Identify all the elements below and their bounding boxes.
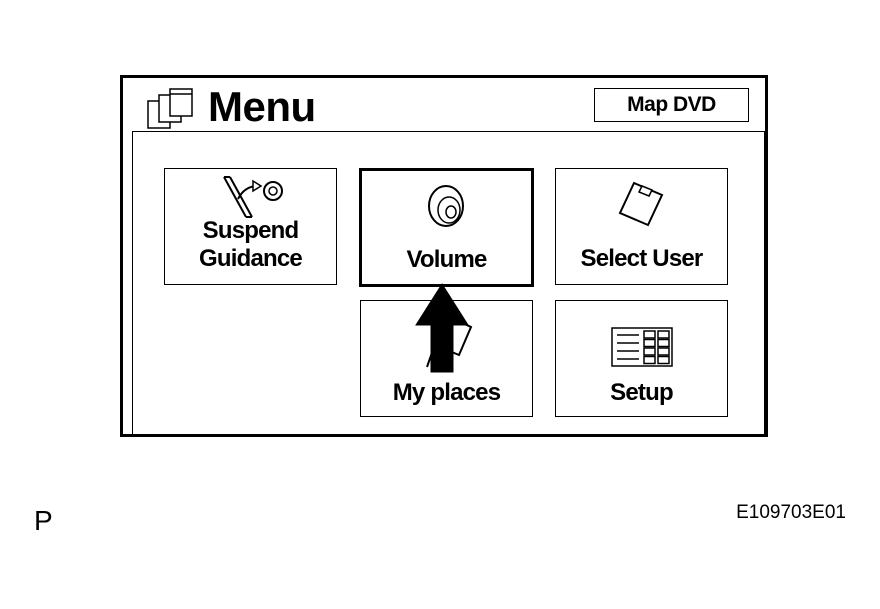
up-arrow-icon — [415, 283, 469, 373]
menu-pages-icon — [147, 88, 193, 129]
setup-button[interactable]: Setup — [555, 300, 728, 417]
map-dvd-button[interactable]: Map DVD — [594, 88, 749, 122]
speaker-icon — [428, 185, 464, 227]
figure-code: E109703E01 — [736, 502, 846, 523]
suspend-guidance-button[interactable]: Suspend Guidance — [164, 168, 337, 285]
suspend-guidance-label-line2: Guidance — [199, 245, 303, 272]
settings-list-icon — [611, 327, 673, 367]
setup-label: Setup — [610, 379, 673, 406]
navigation-screen: Menu Map DVD Suspend Guidance — [120, 75, 768, 437]
my-places-label: My places — [392, 379, 501, 406]
map-dvd-label: Map DVD — [627, 93, 716, 116]
suspend-guidance-label-line1: Suspend — [202, 217, 300, 244]
select-user-label: Select User — [580, 245, 704, 272]
user-card-icon — [618, 181, 664, 227]
select-user-button[interactable]: Select User — [555, 168, 728, 285]
volume-button[interactable]: Volume — [359, 168, 534, 287]
volume-label: Volume — [406, 246, 487, 273]
corner-label-p: P — [34, 505, 53, 536]
page-title: Menu — [208, 83, 316, 130]
route-cancel-icon — [223, 176, 283, 218]
